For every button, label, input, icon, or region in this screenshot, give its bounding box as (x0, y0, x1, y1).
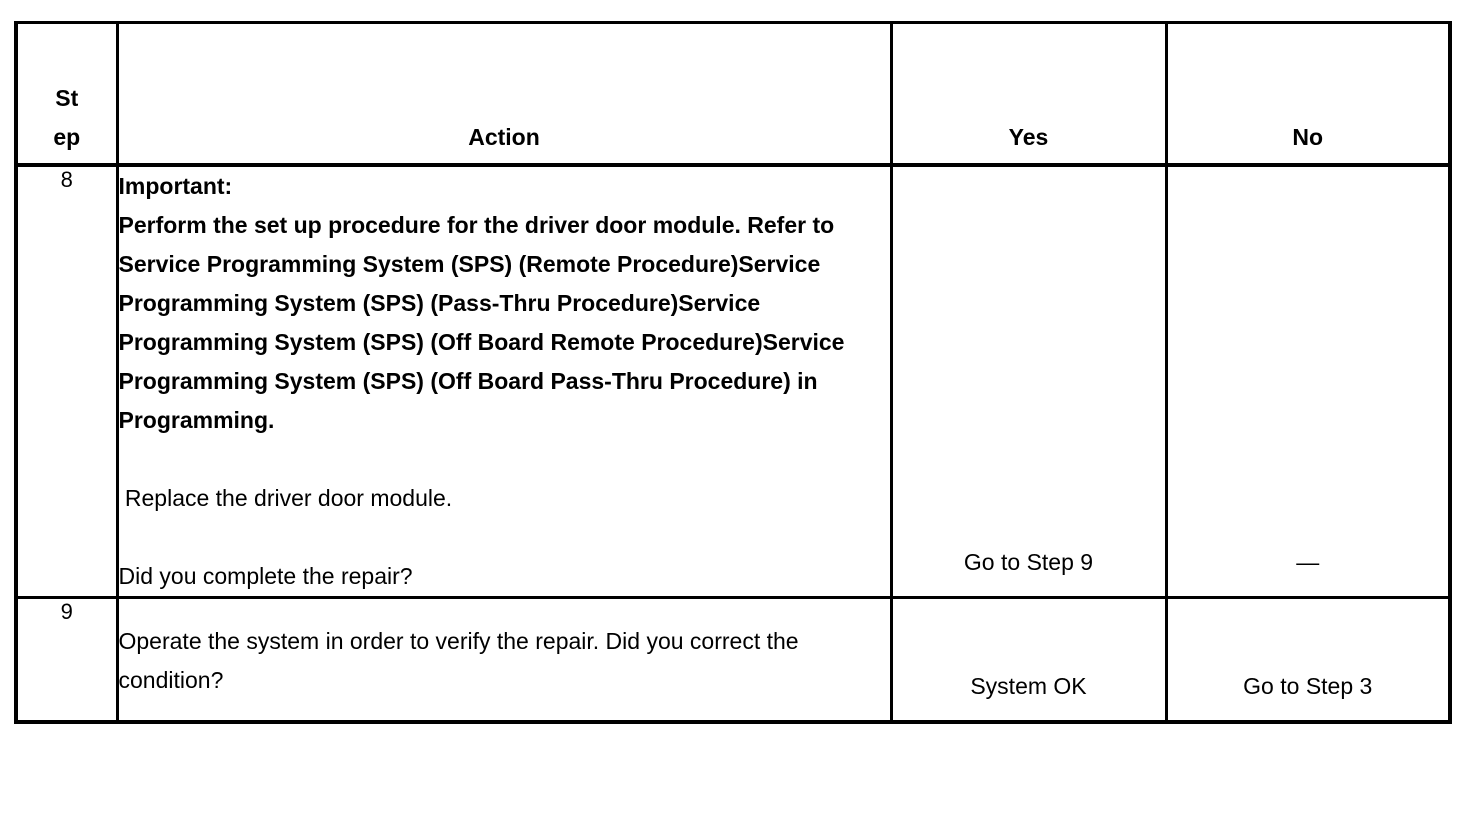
column-header-step: St ep (14, 22, 119, 167)
cell-action-content: Operate the system in order to verify th… (115, 597, 893, 722)
table-row: 8 Important: Perform the set up procedur… (14, 165, 1452, 599)
table-row: 9 Operate the system in order to verify … (14, 597, 1452, 722)
diagnostic-steps-table: St ep Action Yes No 8 Important: Perform… (14, 21, 1452, 724)
column-header-no: No (1164, 22, 1452, 167)
cell-yes-result: Go to Step 9 (889, 165, 1168, 599)
spacer (119, 440, 890, 479)
question-text: Operate the system in order to verify th… (118, 628, 799, 693)
cell-action-content: Important: Perform the set up procedure … (115, 165, 893, 599)
column-header-action: Action (115, 22, 893, 167)
important-label: Important: (118, 173, 233, 199)
cell-step-number: 9 (14, 597, 119, 722)
column-header-step-line1: St (55, 85, 79, 111)
important-body-text: Perform the set up procedure for the dri… (118, 212, 851, 433)
spacer (119, 518, 890, 557)
question-text: Did you complete the repair? (118, 563, 413, 589)
cell-no-result: Go to Step 3 (1164, 597, 1452, 722)
column-header-step-line2: ep (53, 124, 81, 150)
cell-no-result: — (1164, 165, 1452, 599)
cell-yes-result: System OK (889, 597, 1168, 722)
cell-step-number: 8 (14, 165, 119, 599)
instruction-text: Replace the driver door module. (118, 485, 453, 511)
column-header-yes: Yes (889, 22, 1168, 167)
table-header-row: St ep Action Yes No (14, 22, 1452, 167)
